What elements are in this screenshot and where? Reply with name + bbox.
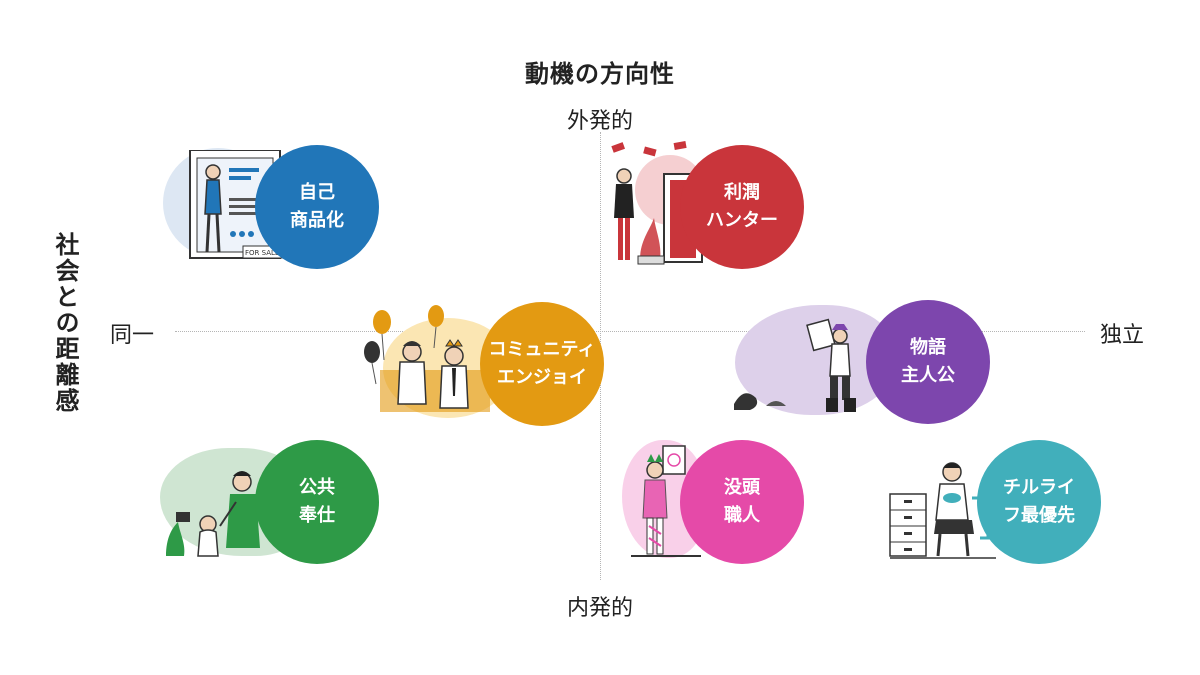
node-story-protagonist: 物語 主人公: [866, 300, 990, 424]
axis-right-label: 独立: [1100, 323, 1145, 348]
axis-bottom-label: 内発的: [566, 596, 633, 621]
node-label-line1: 自己: [299, 182, 335, 203]
node-public-service: 公共 奉仕: [255, 440, 379, 564]
node-self-commodification: 自己 商品化: [255, 145, 379, 269]
diagram-title: 動機の方向性: [525, 60, 675, 88]
node-label-line1: 公共: [299, 477, 335, 498]
node-community-enjoy: コミュニティ エンジョイ: [480, 302, 604, 426]
node-absorbed-craftsman: 没頭 職人: [680, 440, 804, 564]
node-label-line1: 物語: [910, 337, 946, 358]
vertical-axis-title: 社会との距離感: [51, 232, 79, 414]
node-team-life-first: チルライ フ最優先: [977, 440, 1101, 564]
node-label-line2: ハンター: [706, 210, 778, 231]
horizontal-axis-line: [175, 331, 1085, 332]
node-label-line2: 商品化: [290, 210, 344, 231]
node-label-line2: 主人公: [901, 365, 955, 386]
caregiver-child-illustration: [166, 471, 260, 557]
axis-top-label: 外発的: [566, 109, 633, 134]
node-label-line2: エンジョイ: [497, 367, 587, 388]
node-label-line1: チルライ: [1003, 477, 1075, 498]
node-label-line1: コミュニティ: [488, 339, 596, 360]
node-profit-hunter: 利潤 ハンター: [680, 145, 804, 269]
party-people-illustration: [364, 305, 490, 412]
node-label-line2: 職人: [724, 505, 760, 526]
for-sale-sign-text: FOR SALE: [245, 249, 279, 257]
pirate-beach-illustration: [734, 318, 856, 412]
relaxing-person-illustration: [889, 462, 996, 559]
node-label-line2: フ最優先: [1003, 505, 1075, 526]
node-label-line1: 利潤: [724, 182, 760, 203]
node-label-line1: 没頭: [724, 477, 760, 498]
node-label-line2: 奉仕: [299, 505, 335, 526]
painter-easel-illustration: [631, 445, 701, 557]
axis-left-label: 同一: [110, 323, 155, 348]
